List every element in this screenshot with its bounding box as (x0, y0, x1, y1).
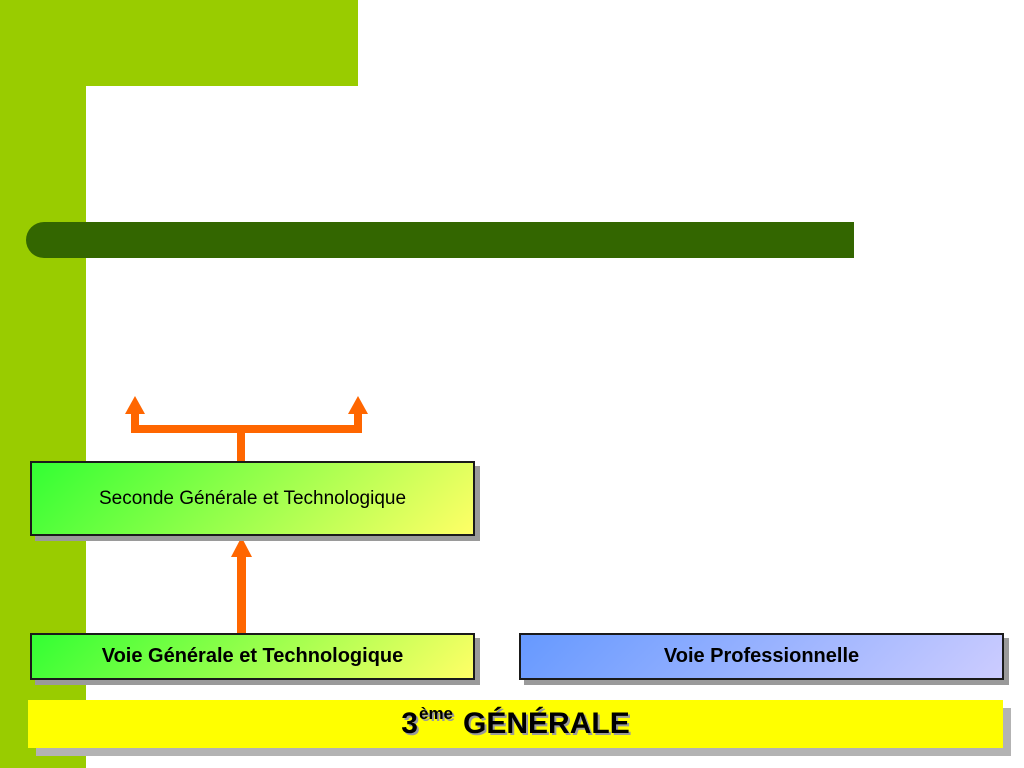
title-bar (26, 222, 854, 258)
banner-word: GÉNÉRALE (463, 707, 630, 740)
node-seconde-label: Seconde Générale et Technologique (98, 487, 407, 509)
node-gen-tech-label: Voie Générale et Technologique (101, 645, 404, 667)
node-voie-professionnelle: Voie Professionnelle (519, 633, 1004, 680)
branch-left-shaft (131, 412, 139, 432)
node-voie-generale-technologique: Voie Générale et Technologique (30, 633, 475, 680)
banner-number: 3 (401, 707, 418, 740)
arrow-shaft-up (237, 555, 246, 633)
branch-right-arrowhead-icon (348, 396, 368, 414)
arrow-head-up-icon (231, 537, 252, 557)
branch-stem (237, 430, 245, 461)
green-frame-top (0, 0, 358, 86)
branch-right-shaft (354, 412, 362, 432)
branch-left-arrowhead-icon (125, 396, 145, 414)
node-seconde: Seconde Générale et Technologique (30, 461, 475, 536)
banner-superscript: ème (418, 704, 454, 723)
branch-crossbar (131, 425, 362, 433)
node-pro-label: Voie Professionnelle (663, 645, 860, 667)
